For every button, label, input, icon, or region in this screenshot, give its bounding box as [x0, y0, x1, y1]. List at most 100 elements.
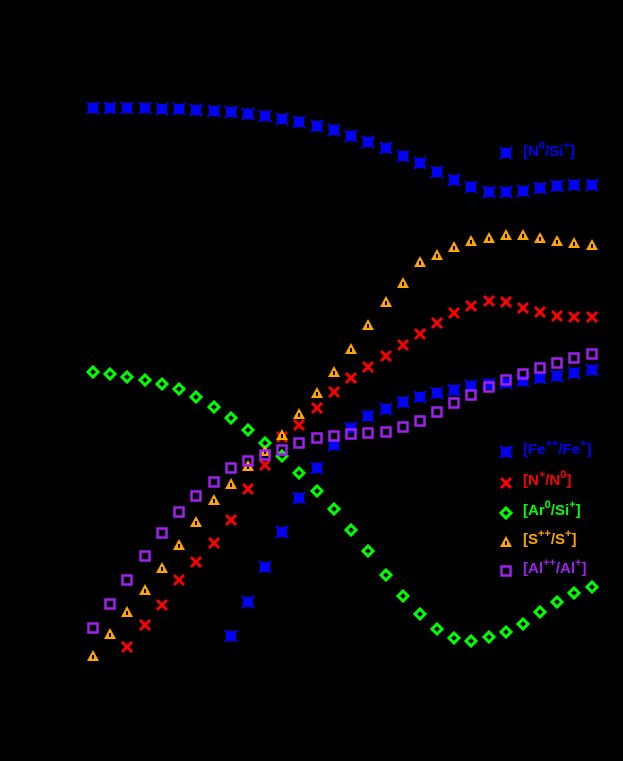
data-point [258, 109, 272, 123]
data-point [207, 536, 221, 550]
data-point [310, 401, 324, 415]
data-point [360, 543, 376, 559]
data-point [155, 102, 169, 116]
legend-item: [Fe++/Fe+] [499, 438, 591, 459]
legend-item: [Ar0/Si+] [498, 499, 581, 521]
data-point [258, 458, 272, 472]
data-point [567, 366, 581, 380]
data-point [343, 522, 359, 538]
data-point [414, 256, 426, 267]
data-point [310, 461, 324, 475]
data-point [585, 178, 599, 192]
data-point [585, 363, 599, 377]
data-point [465, 389, 477, 401]
data-point [550, 309, 564, 323]
data-point [293, 437, 305, 449]
data-point [275, 112, 289, 126]
data-point [483, 381, 495, 393]
data-point [328, 430, 340, 442]
data-point [87, 650, 99, 661]
data-point [119, 369, 135, 385]
data-point [500, 374, 512, 386]
data-point [87, 622, 99, 634]
data-point [396, 149, 410, 163]
legend-label: [Fe++/Fe+] [523, 438, 591, 458]
data-point [104, 628, 116, 639]
data-point [190, 516, 202, 527]
data-point [534, 232, 546, 243]
data-point [207, 104, 221, 118]
data-point [447, 306, 461, 320]
data-point [464, 180, 478, 194]
data-point [378, 567, 394, 583]
data-point [361, 135, 375, 149]
data-point [173, 506, 185, 518]
data-point [414, 415, 426, 427]
data-point [550, 369, 564, 383]
data-point [551, 235, 563, 246]
data-point [326, 501, 342, 517]
data-point [292, 491, 306, 505]
data-point [327, 385, 341, 399]
data-point [327, 123, 341, 137]
data-point [412, 606, 428, 622]
data-point [568, 352, 580, 364]
data-point [138, 101, 152, 115]
legend-marker-icon [499, 146, 513, 160]
data-point [85, 364, 101, 380]
series-1 [224, 363, 599, 643]
data-point [448, 397, 460, 409]
data-point [448, 241, 460, 252]
series-0 [86, 101, 599, 199]
data-point [567, 178, 581, 192]
data-point [446, 630, 462, 646]
legend-label: [N+/N0] [523, 469, 571, 489]
data-point [171, 381, 187, 397]
data-point [224, 629, 238, 643]
data-point [275, 525, 289, 539]
legend-item: [S++/S+] [500, 528, 576, 548]
data-point [155, 598, 169, 612]
data-point [585, 310, 599, 324]
data-point [293, 408, 305, 419]
data-point [240, 422, 256, 438]
data-point [447, 173, 461, 187]
data-point [311, 432, 323, 444]
data-point [156, 527, 168, 539]
data-point [206, 399, 222, 415]
data-point [429, 621, 445, 637]
data-point [361, 360, 375, 374]
data-point [241, 482, 255, 496]
data-point [482, 185, 496, 199]
data-point [241, 107, 255, 121]
data-point [533, 371, 547, 385]
data-point [413, 327, 427, 341]
legend-label: [N0/Si+] [523, 140, 575, 160]
data-point [586, 348, 598, 360]
data-point [396, 395, 410, 409]
data-point [397, 277, 409, 288]
legend: [N0/Si+] [Fe++/Fe+] [N+/N0] [Ar0/Si+] [S++/S… [498, 140, 591, 577]
data-point [154, 376, 170, 392]
data-point [517, 229, 529, 240]
data-point [362, 427, 374, 439]
data-point [156, 562, 168, 573]
data-point [568, 237, 580, 248]
data-point [397, 421, 409, 433]
data-point [551, 357, 563, 369]
plot-area [85, 101, 600, 661]
data-point [586, 239, 598, 250]
data-point [481, 629, 497, 645]
data-point [137, 372, 153, 388]
data-point [430, 386, 444, 400]
data-point [328, 366, 340, 377]
data-point [361, 409, 375, 423]
data-point [499, 185, 513, 199]
data-point [483, 232, 495, 243]
data-point [189, 103, 203, 117]
data-point [516, 301, 530, 315]
data-point [380, 296, 392, 307]
data-point [499, 295, 513, 309]
data-point [515, 616, 531, 632]
